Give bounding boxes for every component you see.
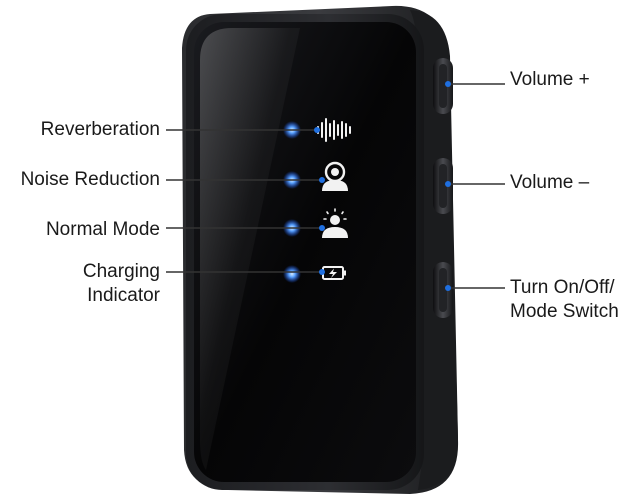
label-volume-down: Volume – — [510, 171, 589, 195]
label-line: Charging — [82, 261, 160, 282]
label-line: Volume – — [510, 172, 590, 193]
volume-up-button[interactable] — [433, 58, 453, 114]
label-power-mode: Turn On/Off/ Mode Switch — [510, 276, 619, 324]
label-line: Turn On/Off/ — [510, 277, 615, 298]
volume-down-button[interactable] — [433, 158, 453, 214]
label-charging-indicator: Charging Indicator — [83, 260, 160, 308]
led-charging — [283, 265, 301, 283]
device-body — [182, 5, 459, 495]
label-line: Indicator — [87, 285, 160, 306]
person-circle-icon — [322, 161, 348, 191]
label-reverberation: Reverberation — [41, 118, 160, 142]
callout-lines — [166, 83, 505, 289]
side-buttons — [433, 58, 453, 318]
label-line: Volume + — [510, 69, 590, 90]
label-line: Mode Switch — [510, 301, 619, 322]
label-normal-mode: Normal Mode — [46, 218, 160, 242]
label-line: Noise Reduction — [20, 169, 160, 190]
label-line: Normal Mode — [45, 219, 160, 240]
callout-dots — [314, 81, 451, 291]
label-noise-reduction: Noise Reduction — [21, 168, 160, 192]
label-line: Reverberation — [40, 119, 160, 140]
label-volume-up: Volume + — [510, 68, 590, 92]
power-mode-button[interactable] — [433, 262, 453, 318]
person-sun-icon — [322, 208, 348, 238]
